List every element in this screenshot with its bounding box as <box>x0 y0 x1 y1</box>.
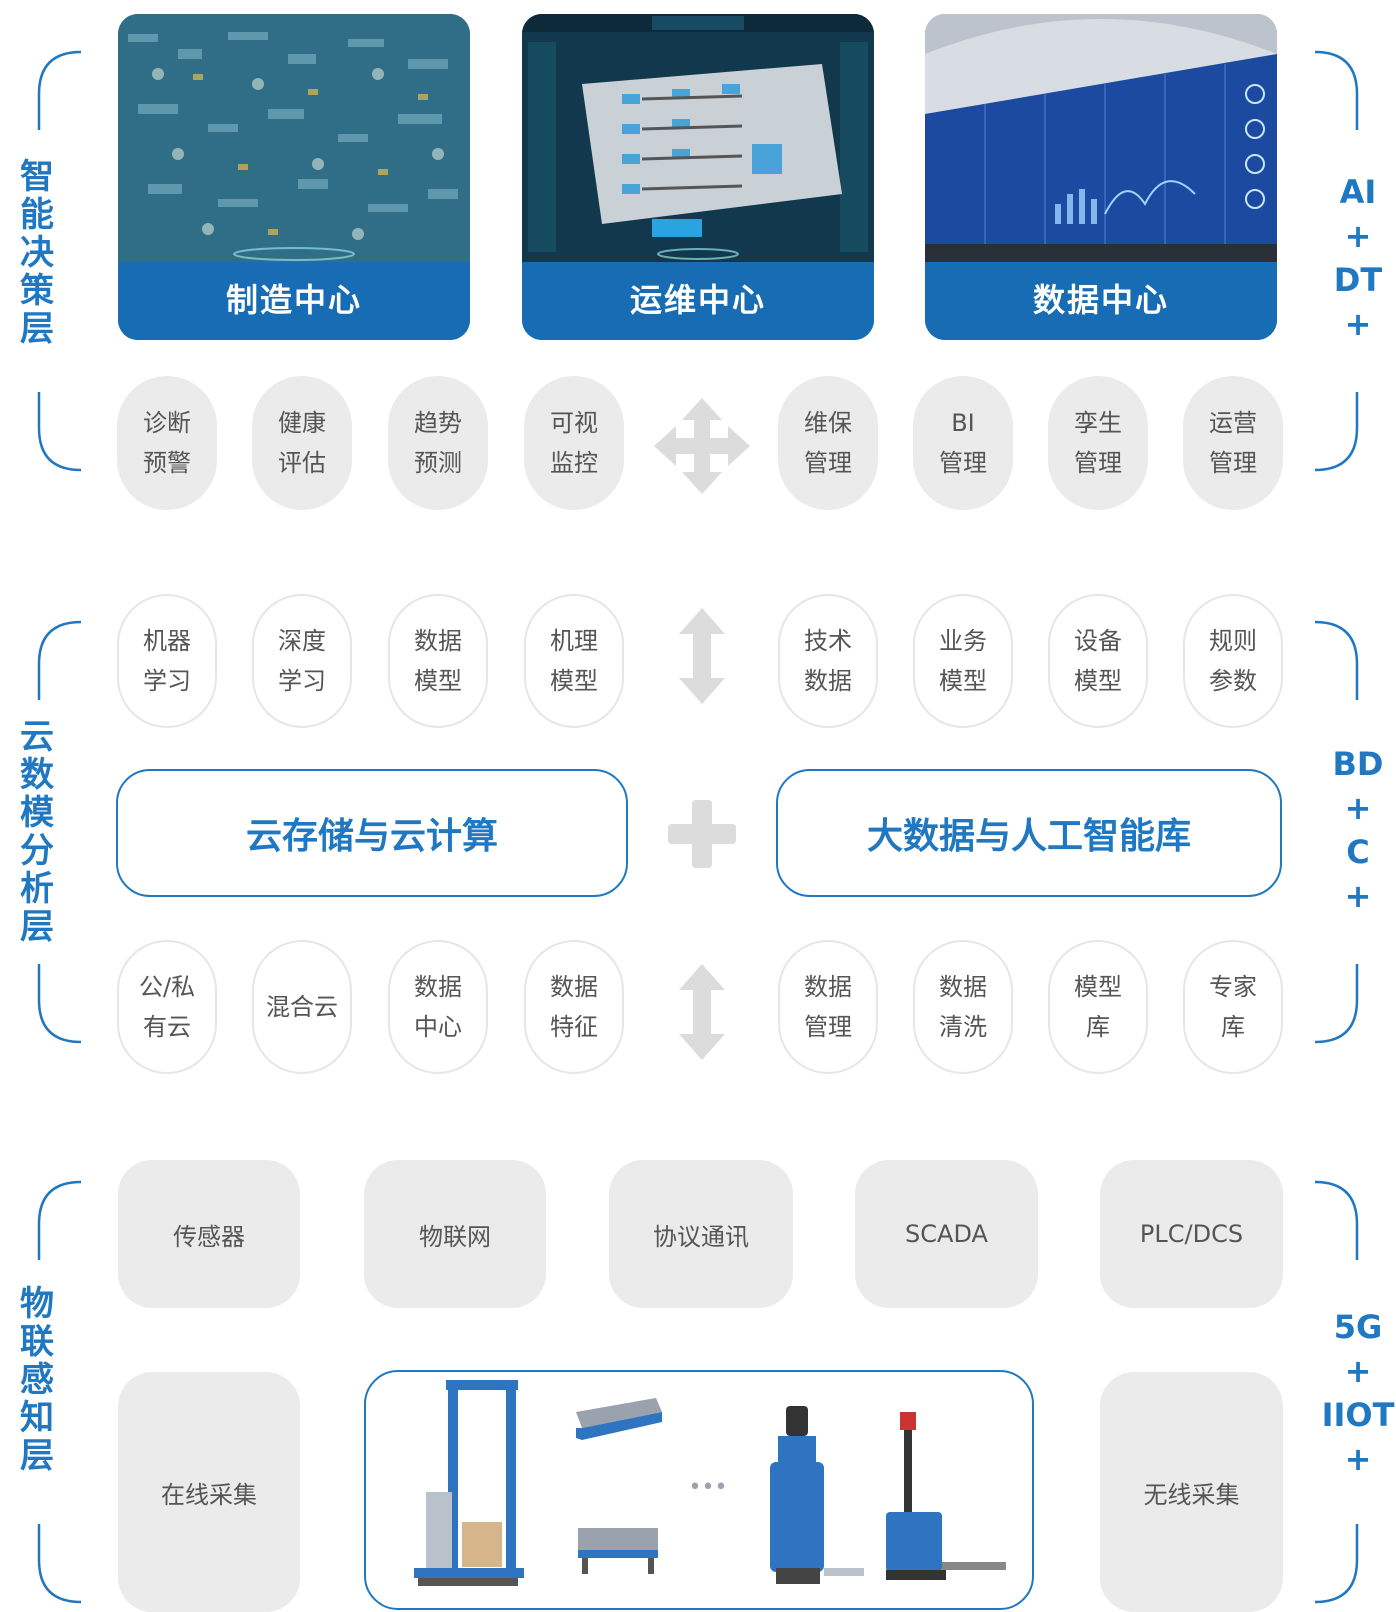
pill-public-private-cloud[interactable]: 公/私 有云 <box>117 940 217 1074</box>
agv-robot-icon <box>770 1406 864 1584</box>
pill-twin-management[interactable]: 孪生 管理 <box>1048 376 1148 510</box>
big-data-ai-library-box[interactable]: 大数据与人工智能库 <box>776 769 1282 897</box>
control-panel-image <box>118 14 470 262</box>
tech-label-iot: 5G + IIOT + <box>1321 1308 1395 1478</box>
right-bracket-decision-bottom <box>1313 392 1359 472</box>
svg-text:•••: ••• <box>689 1475 728 1500</box>
layer-label-iot: 物 联 感 知 层 <box>20 1284 54 1476</box>
pallet-truck-icon <box>886 1412 1006 1580</box>
operations-dashboard-image <box>522 14 874 262</box>
iot-network-box[interactable]: 物联网 <box>364 1160 546 1308</box>
iot-sensor-box[interactable]: 传感器 <box>118 1160 300 1308</box>
iot-plc-dcs-box[interactable]: PLC/DCS <box>1100 1160 1283 1308</box>
tech-label-decision: AI + DT + <box>1333 173 1383 343</box>
conveyor-icon <box>576 1398 662 1574</box>
pill-health-assessment[interactable]: 健康 评估 <box>252 376 352 510</box>
right-bracket-cloud-top <box>1313 620 1359 700</box>
tech-label-cloud: BD + C + <box>1332 745 1384 915</box>
left-bracket-iot-bottom <box>35 1524 82 1604</box>
data-center-card[interactable]: 数据中心 <box>925 14 1277 340</box>
pill-data-center[interactable]: 数据 中心 <box>388 940 488 1074</box>
wireless-collection-box[interactable]: 无线采集 <box>1100 1372 1283 1612</box>
right-bracket-cloud-bottom <box>1313 964 1359 1044</box>
pill-trend-prediction[interactable]: 趋势 预测 <box>388 376 488 510</box>
manufacturing-center-card[interactable]: 制造中心 <box>118 14 470 340</box>
right-bracket-iot-bottom <box>1313 1524 1359 1604</box>
right-bracket-iot-top <box>1313 1180 1359 1260</box>
cloud-storage-computing-box[interactable]: 云存储与云计算 <box>116 769 628 897</box>
vertical-arrow-icon-bottom <box>679 964 725 1060</box>
pill-data-features[interactable]: 数据 特征 <box>524 940 624 1074</box>
pill-equipment-model[interactable]: 设备 模型 <box>1048 594 1148 728</box>
pill-rule-parameters[interactable]: 规则 参数 <box>1183 594 1283 728</box>
pill-data-cleaning[interactable]: 数据 清洗 <box>913 940 1013 1074</box>
equipment-illustration: ••• <box>414 1380 1006 1586</box>
left-bracket-decision-top <box>35 50 82 130</box>
pill-business-model[interactable]: 业务 模型 <box>913 594 1013 728</box>
pill-data-management[interactable]: 数据 管理 <box>778 940 878 1074</box>
data-center-title: 数据中心 <box>925 262 1277 340</box>
pill-technical-data[interactable]: 技术 数据 <box>778 594 878 728</box>
manufacturing-center-title: 制造中心 <box>118 262 470 340</box>
pill-hybrid-cloud[interactable]: 混合云 <box>252 940 352 1074</box>
operations-center-card[interactable]: 运维中心 <box>522 14 874 340</box>
pill-maintenance-management[interactable]: 维保 管理 <box>778 376 878 510</box>
equipment-showcase: ••• <box>364 1370 1034 1610</box>
four-way-arrow-icon <box>654 398 750 494</box>
pill-bi-management[interactable]: BI 管理 <box>913 376 1013 510</box>
iot-protocol-box[interactable]: 协议通讯 <box>609 1160 793 1308</box>
pill-visual-monitoring[interactable]: 可视 监控 <box>524 376 624 510</box>
pill-data-model[interactable]: 数据 模型 <box>388 594 488 728</box>
pill-model-library[interactable]: 模型 库 <box>1048 940 1148 1074</box>
layer-label-cloud: 云 数 模 分 析 层 <box>20 717 54 947</box>
pill-mechanism-model[interactable]: 机理 模型 <box>524 594 624 728</box>
left-bracket-decision-bottom <box>35 392 82 472</box>
online-collection-box[interactable]: 在线采集 <box>118 1372 300 1612</box>
data-wall-image <box>925 14 1277 262</box>
operations-center-title: 运维中心 <box>522 262 874 340</box>
pill-deep-learning[interactable]: 深度 学习 <box>252 594 352 728</box>
left-bracket-cloud-bottom <box>35 964 82 1044</box>
iot-scada-box[interactable]: SCADA <box>855 1160 1038 1308</box>
plus-icon <box>668 800 736 868</box>
layer-label-decision: 智 能 决 策 层 <box>20 157 54 349</box>
pill-machine-learning[interactable]: 机器 学习 <box>117 594 217 728</box>
right-bracket-decision-top <box>1313 50 1359 130</box>
left-bracket-cloud-top <box>35 620 82 700</box>
pill-expert-library[interactable]: 专家 库 <box>1183 940 1283 1074</box>
pill-operations-management[interactable]: 运营 管理 <box>1183 376 1283 510</box>
left-bracket-iot-top <box>35 1180 82 1260</box>
pill-diagnosis-warning[interactable]: 诊断 预警 <box>117 376 217 510</box>
vertical-arrow-icon-top <box>679 608 725 704</box>
stacker-crane-icon <box>414 1380 524 1586</box>
